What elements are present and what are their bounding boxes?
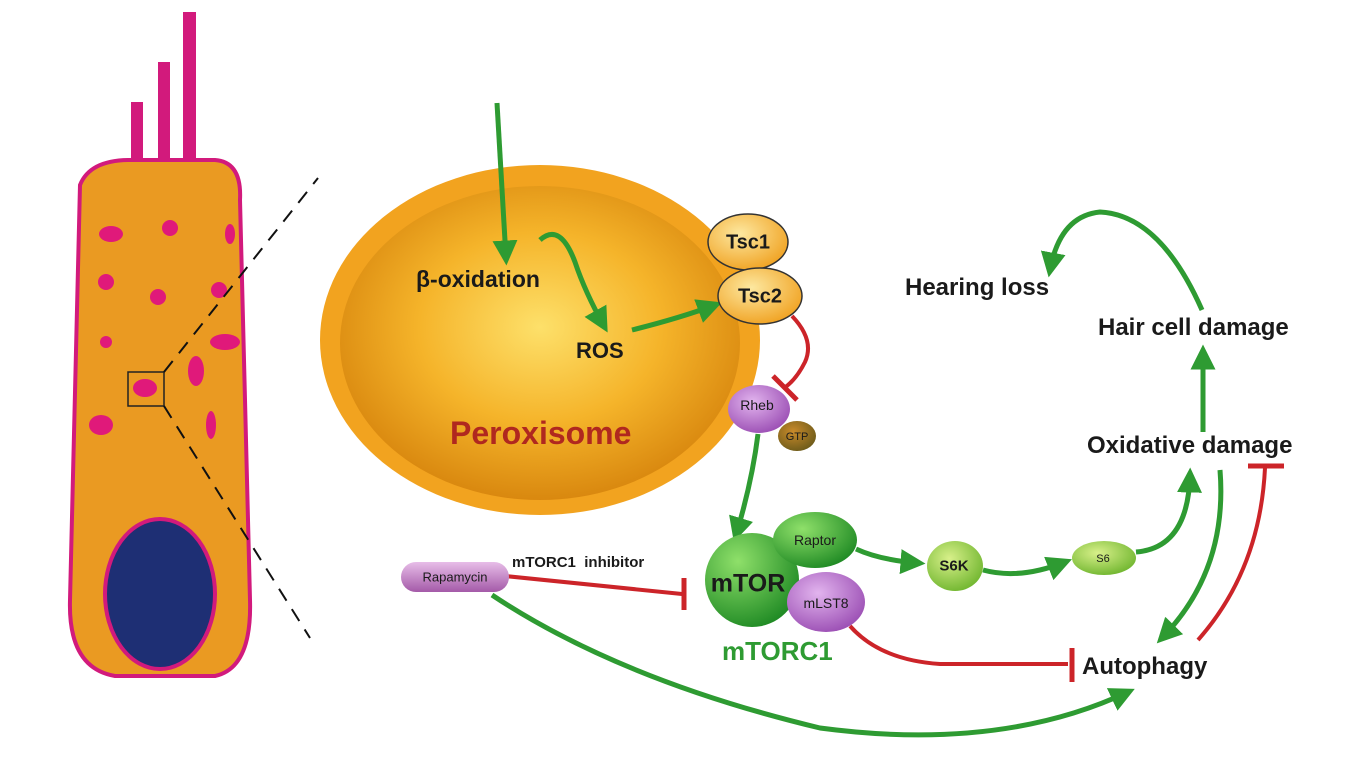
arrow-s6k-to-s6 [982,556,1072,581]
arrow-rheb-to-mtor [729,433,761,543]
arrow-oxidative-to-autophagy [1156,469,1224,644]
mtor-node [705,533,799,627]
arrow-ros-to-tsc2 [631,299,723,333]
stereocilium [131,102,143,164]
zoom-box [127,371,165,407]
label-autophagy: Autophagy [1082,653,1208,680]
peroxisome-dot [225,224,235,244]
label-mtorc1-inhibitor: mTORC1 inhibitor [512,554,645,571]
s6k-node [927,541,983,591]
peroxisome-dot [98,274,114,290]
nucleus [103,517,217,671]
label-rapamycin: Rapamycin [422,569,488,585]
hair-cell-illustration [67,12,253,678]
rheb-node [728,385,790,433]
raptor-node [773,512,857,568]
inhibit-tsc2-rheb [782,314,810,390]
inhibit-autophagy-oxidative [1196,467,1267,642]
label-mlst8: mLST8 [803,595,849,611]
label-raptor: Raptor [793,532,837,548]
arrow-s6-to-oxidative-damage [1135,467,1203,555]
zoom-line-lower [163,405,311,639]
inhibit-mtorc1-autophagy [848,624,1068,666]
label-peroxisome: Peroxisome [450,415,632,451]
arrow-to-beta-oxidation [492,102,518,266]
stereocilium [158,62,170,164]
arrow-beta-oxidation-to-ros [538,232,608,333]
label-gtp: GTP [785,431,809,443]
peroxisome-dot [89,415,113,435]
label-rheb: Rheb [740,397,774,413]
label-tsc1: Tsc1 [725,231,771,254]
arrow-raptor-to-s6k [854,546,926,575]
label-mtor: mTOR [710,569,786,598]
label-beta-oxidation: β-oxidation [416,266,540,292]
label-s6: S6 [1096,553,1110,565]
label-mtorc1: mTORC1 [722,636,833,666]
inhibit-bar-rheb [771,374,799,402]
mlst8-node [787,572,865,632]
s6-node [1072,541,1136,575]
label-hair-cell-damage: Hair cell damage [1098,314,1289,341]
stereocilium [183,12,196,164]
zoom-line-upper [163,177,319,373]
arrow-hair-cell-damage-to-hearing-loss [1040,209,1205,312]
label-tsc2: Tsc2 [737,285,783,308]
gtp-node [778,421,816,451]
peroxisome-dot [150,289,166,305]
peroxisome-dot [99,226,123,242]
peroxisome-dot [206,411,216,439]
inhibit-rapamycin-mtor [504,574,683,596]
label-ros: ROS [576,338,624,363]
peroxisome-dot [162,220,178,236]
arrow-rapamycin-to-autophagy [490,592,1135,738]
peroxisome-dot [133,379,157,397]
peroxisome-lumen [340,186,740,500]
label-oxidative-damage: Oxidative damage [1087,432,1293,459]
peroxisome-dot [188,356,204,386]
peroxisome-dot [211,282,227,298]
peroxisome-dot [210,334,240,350]
label-hearing-loss: Hearing loss [905,274,1050,301]
peroxisome-dot [100,336,112,348]
label-s6k: S6K [939,557,969,575]
rapamycin-node [401,562,509,592]
tsc2-node [717,267,803,325]
